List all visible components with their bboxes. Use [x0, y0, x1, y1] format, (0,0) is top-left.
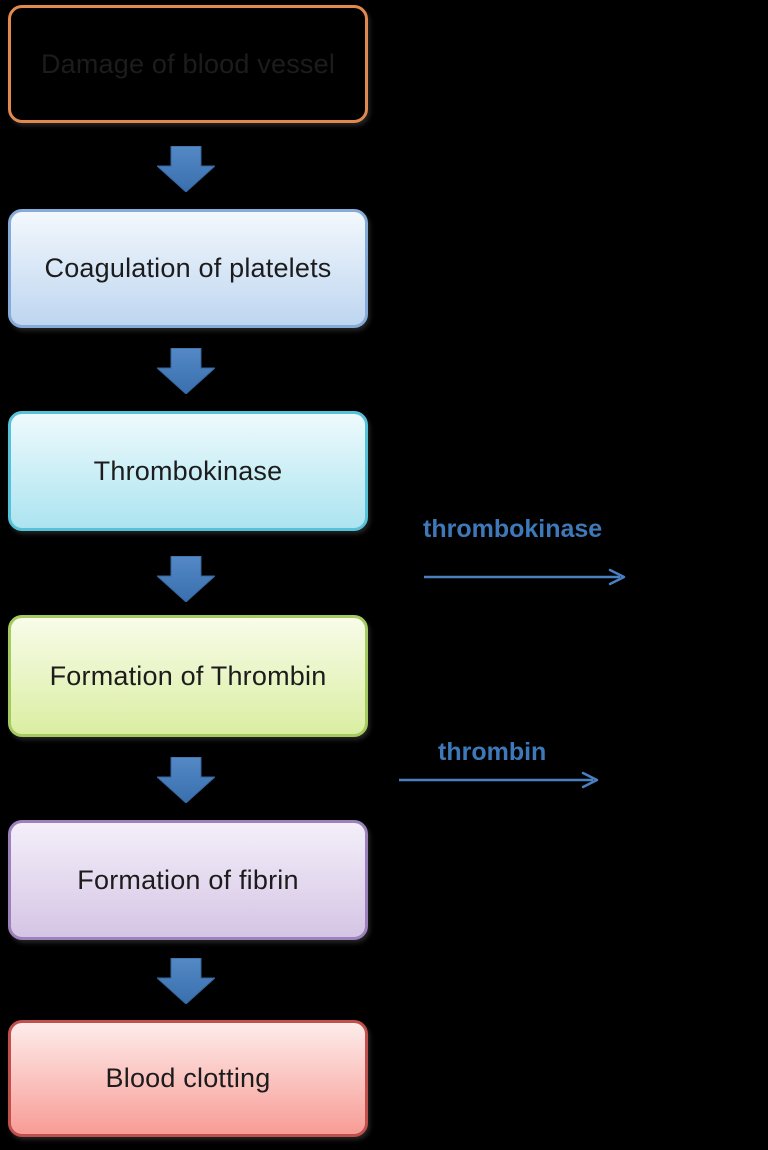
down-arrow-icon	[157, 757, 215, 803]
box-blood-clotting: Blood clotting	[8, 1020, 368, 1137]
box-label-thrombokinase: Thrombokinase	[93, 455, 283, 486]
box-label-blood-clotting: Blood clotting	[105, 1063, 271, 1093]
box-formation-of-fibrin: Formation of fibrin	[8, 820, 368, 940]
down-arrow-icon	[157, 556, 215, 602]
box-damage-of-blood-vessel: Damage of blood vessel	[8, 5, 368, 123]
thrombokinase-right-arrow-icon	[424, 568, 626, 586]
box-label-formation-of-fibrin: Formation of fibrin	[77, 864, 299, 895]
thrombin-side-label: thrombin	[438, 738, 547, 766]
thrombin-right-arrow-icon	[399, 771, 599, 789]
box-thrombokinase: Thrombokinase	[8, 411, 368, 531]
box-coagulation-of-platelets: Coagulation of platelets	[8, 209, 368, 328]
box-label-formation-of-thrombin: Formation of Thrombin	[49, 660, 327, 691]
box-label-coagulation-of-platelets: Coagulation of platelets	[44, 253, 332, 283]
down-arrow-icon	[157, 348, 215, 394]
thrombokinase-side-label: thrombokinase	[423, 515, 603, 543]
box-label-damage-of-blood-vessel: Damage of blood vessel	[40, 48, 336, 79]
down-arrow-icon	[157, 958, 215, 1004]
down-arrow-icon	[157, 146, 215, 192]
box-formation-of-thrombin: Formation of Thrombin	[8, 615, 368, 737]
